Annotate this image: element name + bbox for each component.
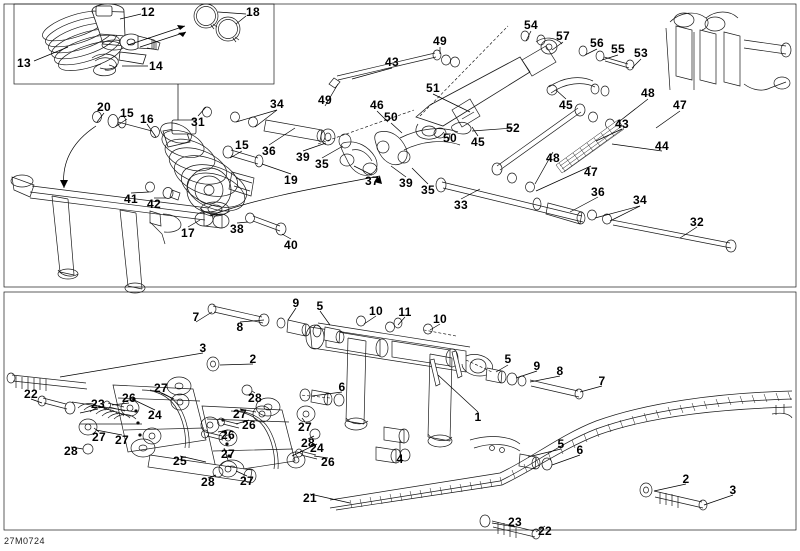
callout-upper-53-5: 53: [634, 46, 648, 60]
callout-upper-49-15: 49: [318, 93, 332, 107]
callout-upper-56-3: 56: [590, 36, 604, 50]
callout-upper-43-20: 43: [615, 117, 629, 131]
callout-lower-3-7: 3: [199, 341, 207, 355]
callout-upper-49-0: 49: [433, 34, 447, 48]
callout-inset-13-2: 13: [17, 56, 31, 70]
callout-upper-20-11: 20: [97, 100, 111, 114]
callout-upper-43-6: 43: [385, 55, 399, 69]
callout-upper-38-41: 38: [230, 222, 244, 236]
callout-lower-24-20: 24: [148, 408, 162, 422]
callout-upper-15-12: 15: [120, 106, 134, 120]
callout-upper-47-9: 47: [673, 98, 687, 112]
callout-lower-9-10: 9: [533, 359, 541, 373]
callout-lower-26-22: 26: [221, 428, 235, 442]
callout-lower-10-4: 10: [433, 312, 447, 326]
callout-lower-3-40: 3: [729, 483, 737, 497]
callout-lower-27-30: 27: [92, 430, 106, 444]
callout-upper-34-14: 34: [270, 97, 284, 111]
callout-upper-48-8: 48: [641, 86, 655, 100]
callout-upper-47-29: 47: [584, 165, 598, 179]
inset-shock-detail: [34, 3, 246, 140]
callout-lower-28-33: 28: [201, 475, 215, 489]
callout-upper-50-17: 50: [384, 110, 398, 124]
upper-suspension-assembly: [10, 12, 792, 294]
callout-upper-31-18: 31: [191, 115, 205, 129]
callout-upper-34-36: 34: [633, 193, 647, 207]
callout-upper-16-13: 16: [140, 112, 154, 126]
callout-lower-2-8: 2: [249, 352, 257, 366]
callout-upper-39-32: 39: [399, 176, 413, 190]
callout-upper-45-22: 45: [471, 135, 485, 149]
callout-inset-18-1: 18: [246, 5, 260, 19]
callout-upper-36-25: 36: [262, 144, 276, 158]
drawing-code: 27M0724: [4, 536, 46, 546]
callout-upper-40-42: 40: [284, 238, 298, 252]
callout-upper-39-26: 39: [296, 150, 310, 164]
callout-lower-27-17: 27: [154, 381, 168, 395]
callout-lower-27-23: 27: [115, 433, 129, 447]
callout-upper-15-24: 15: [235, 138, 249, 152]
callout-upper-54-1: 54: [524, 18, 538, 32]
callout-lower-26-28: 26: [321, 455, 335, 469]
callout-upper-51-7: 51: [426, 81, 440, 95]
callout-lower-23-15: 23: [91, 397, 105, 411]
callout-lower-28-25: 28: [301, 436, 315, 450]
callout-lower-22-14: 22: [24, 387, 38, 401]
callout-inset-12-0: 12: [141, 5, 155, 19]
callout-lower-7-12: 7: [598, 374, 606, 388]
callout-lower-22-42: 22: [538, 524, 552, 538]
callout-lower-28-29: 28: [64, 444, 78, 458]
callout-upper-45-10: 45: [559, 98, 573, 112]
callout-lower-6-13: 6: [338, 380, 346, 394]
callout-lower-5-9: 5: [504, 352, 512, 366]
callout-lower-26-16: 26: [122, 391, 136, 405]
callout-upper-19-30: 19: [284, 173, 298, 187]
callout-upper-35-27: 35: [315, 157, 329, 171]
callout-upper-52-19: 52: [506, 121, 520, 135]
callout-upper-33-35: 33: [454, 198, 468, 212]
callout-lower-1-35: 1: [474, 410, 482, 424]
callout-upper-37-31: 37: [365, 174, 379, 188]
callout-upper-46-16: 46: [370, 98, 384, 112]
lower-suspension-assembly: [6, 303, 792, 540]
callout-upper-50-21: 50: [443, 131, 457, 145]
callout-lower-28-18: 28: [248, 391, 262, 405]
callout-upper-17-40: 17: [181, 226, 195, 240]
callout-lower-21-34: 21: [303, 491, 317, 505]
callout-lower-2-39: 2: [682, 472, 690, 486]
callout-upper-57-2: 57: [556, 29, 570, 43]
callout-lower-4-36: 4: [396, 452, 404, 466]
callout-upper-42-38: 42: [147, 197, 161, 211]
callout-upper-41-37: 41: [124, 192, 138, 206]
callout-lower-6-38: 6: [576, 443, 584, 457]
callout-lower-11-3: 11: [398, 305, 412, 319]
callout-lower-10-2: 10: [369, 304, 383, 318]
callout-lower-9-0: 9: [292, 296, 300, 310]
callout-lower-27-19: 27: [233, 407, 247, 421]
callout-lower-8-11: 8: [556, 364, 564, 378]
callout-lower-27-24: 27: [298, 420, 312, 434]
callout-lower-23-41: 23: [508, 515, 522, 529]
callout-lower-5-1: 5: [316, 299, 324, 313]
callout-lower-25-31: 25: [173, 454, 187, 468]
callout-upper-36-34: 36: [591, 185, 605, 199]
callout-lower-26-21: 26: [242, 418, 256, 432]
callout-lower-27-32: 27: [240, 474, 254, 488]
callout-lower-24-26: 24: [310, 441, 324, 455]
callout-inset-14-3: 14: [149, 59, 163, 73]
callout-upper-44-23: 44: [655, 139, 669, 153]
callout-upper-32-39: 32: [690, 215, 704, 229]
callout-upper-48-28: 48: [546, 151, 560, 165]
callout-lower-5-37: 5: [557, 437, 565, 451]
callout-lower-8-5: 8: [236, 320, 244, 334]
callout-lower-7-6: 7: [192, 310, 200, 324]
callout-upper-35-33: 35: [421, 183, 435, 197]
callout-upper-55-4: 55: [611, 42, 625, 56]
callout-lower-27-27: 27: [221, 447, 235, 461]
